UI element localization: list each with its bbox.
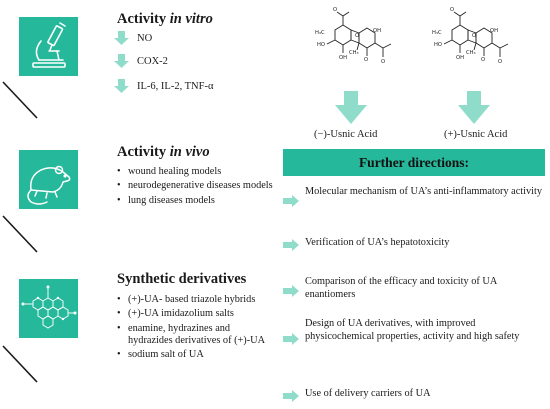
list-item: lung diseases models <box>117 195 287 208</box>
atom-label: O <box>355 33 359 39</box>
right-arrow-icon <box>283 333 299 345</box>
atom-label: O <box>364 57 368 63</box>
minus-usnic-acid-label: (−)-Usnic Acid <box>314 129 378 140</box>
atom-label: CH₃ <box>349 50 359 56</box>
synthetic-icon-box <box>19 279 78 338</box>
divider-slash <box>2 81 38 119</box>
molecule-network-icon <box>21 285 77 329</box>
list-item: wound healing models <box>117 166 287 179</box>
in-vivo-list: wound healing models neurodegenerative d… <box>117 166 287 209</box>
down-arrow-icon <box>114 31 129 45</box>
atom-label: OH <box>339 55 347 61</box>
right-arrow-icon <box>283 285 299 297</box>
microscope-icon <box>32 22 66 68</box>
list-item: enamine, hydrazines and hydrazides deriv… <box>117 323 277 348</box>
atom-label: H₃C <box>315 30 325 36</box>
divider-slash <box>2 345 38 383</box>
atom-label: O <box>381 59 385 65</box>
in-vitro-item: IL-6, IL-2, TNF-α <box>113 78 213 94</box>
list-item: (+)-UA- based triazole hybrids <box>117 294 277 307</box>
atom-label: O <box>472 33 476 39</box>
in-vitro-heading: Activity in vitro <box>117 11 213 27</box>
plus-usnic-acid-label: (+)-Usnic Acid <box>444 129 508 140</box>
atom-label: OH <box>490 28 498 34</box>
atom-label: HO <box>317 42 325 48</box>
atom-label: OH <box>456 55 464 61</box>
down-arrow-icon <box>335 91 367 124</box>
minus-usnic-acid-structure: O O O O OH OH HO H₃C CH₃ <box>315 7 392 65</box>
down-arrow-icon <box>114 54 129 68</box>
atom-label: O <box>333 7 337 13</box>
in-vivo-icon-box <box>19 150 78 209</box>
plus-usnic-acid-structure: O O O O OH OH HO H₃C CH₃ <box>432 7 509 65</box>
atom-label: CH₃ <box>466 50 476 56</box>
mouse-icon <box>27 165 71 205</box>
atom-label: O <box>481 57 485 63</box>
list-item: (+)-UA imidazolium salts <box>117 308 277 321</box>
atom-label: H₃C <box>432 30 442 36</box>
atom-label: OH <box>373 28 381 34</box>
right-arrow-icon <box>283 239 299 251</box>
down-arrow-icon <box>114 79 129 93</box>
down-arrow-icon <box>458 91 490 124</box>
right-arrow-icon <box>283 195 299 207</box>
further-directions-banner: Further directions: <box>283 149 545 176</box>
atom-label: O <box>450 7 454 13</box>
in-vitro-icon-box <box>19 17 78 76</box>
in-vitro-item: NO <box>113 30 152 46</box>
right-arrow-icon <box>283 390 299 402</box>
synthetic-list: (+)-UA- based triazole hybrids (+)-UA im… <box>117 294 277 364</box>
list-item: neurodegenerative diseases models <box>117 180 287 193</box>
in-vitro-item: COX-2 <box>113 53 168 69</box>
divider-slash <box>2 215 38 253</box>
in-vivo-heading: Activity in vivo <box>117 144 210 160</box>
atom-label: O <box>498 59 502 65</box>
atom-label: HO <box>434 42 442 48</box>
further-directions-title: Further directions: <box>358 154 470 170</box>
list-item: sodium salt of UA <box>117 349 277 362</box>
synthetic-heading: Synthetic derivatives <box>117 271 247 287</box>
